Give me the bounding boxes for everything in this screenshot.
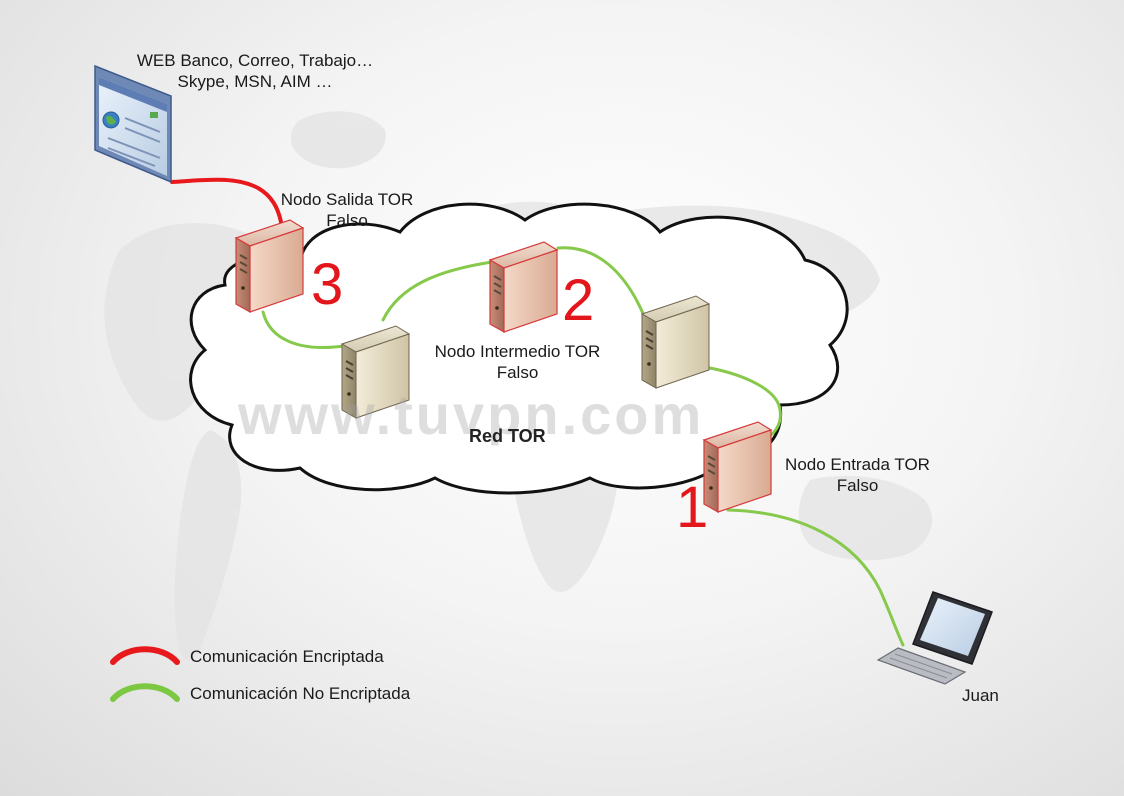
website-caption-line1: WEB Banco, Correo, Trabajo… bbox=[136, 51, 374, 70]
legend-unencrypted-swatch bbox=[110, 683, 180, 702]
entry-node-status: Falso bbox=[836, 476, 879, 495]
entry-node-label: Nodo Entrada TOR Falso bbox=[770, 454, 945, 496]
relay-server-icon bbox=[340, 325, 411, 419]
client-name: Juan bbox=[962, 686, 999, 705]
encrypted-link-web-to-exit bbox=[170, 177, 283, 224]
legend-encrypted-swatch bbox=[110, 646, 180, 665]
legend-encrypted-label: Comunicación Encriptada bbox=[190, 647, 384, 666]
exit-node-server-icon bbox=[234, 219, 305, 314]
unencrypted-link-relay-a-to-middle bbox=[381, 260, 494, 322]
unencrypted-link-entry-to-laptop bbox=[726, 508, 905, 647]
middle-node-label: Nodo Intermedio TOR Falso bbox=[420, 341, 615, 383]
unencrypted-link-relay-b-to-entry bbox=[708, 366, 782, 438]
exit-node-number: 3 bbox=[311, 252, 344, 317]
web-browser-icon bbox=[94, 64, 172, 184]
middle-node-status: Falso bbox=[496, 363, 539, 382]
middle-node-server-icon bbox=[488, 241, 559, 334]
unencrypted-link-exit-to-relay-a bbox=[261, 310, 346, 349]
exit-node-label: Nodo Salida TOR Falso bbox=[262, 189, 432, 231]
website-caption: WEB Banco, Correo, Trabajo… Skype, MSN, … bbox=[115, 50, 395, 92]
unencrypted-link-middle-to-relay-b bbox=[556, 246, 647, 320]
exit-node-status: Falso bbox=[326, 211, 368, 230]
network-title: Red TOR bbox=[469, 426, 546, 446]
laptop-icon bbox=[876, 591, 993, 685]
legend-unencrypted-label: Comunicación No Encriptada bbox=[190, 684, 411, 703]
watermark-text: www.tuvpn.com bbox=[238, 383, 705, 446]
connections bbox=[170, 177, 905, 647]
exit-node-title: Nodo Salida TOR bbox=[280, 190, 414, 209]
entry-node-title: Nodo Entrada TOR bbox=[785, 455, 930, 474]
relay-server-icon bbox=[640, 295, 711, 389]
entry-node-server-icon bbox=[702, 421, 773, 514]
website-caption-line2: Skype, MSN, AIM … bbox=[177, 72, 333, 91]
middle-node-title: Nodo Intermedio TOR bbox=[434, 342, 601, 361]
middle-node-number: 2 bbox=[562, 268, 595, 333]
entry-node-number: 1 bbox=[676, 475, 709, 540]
